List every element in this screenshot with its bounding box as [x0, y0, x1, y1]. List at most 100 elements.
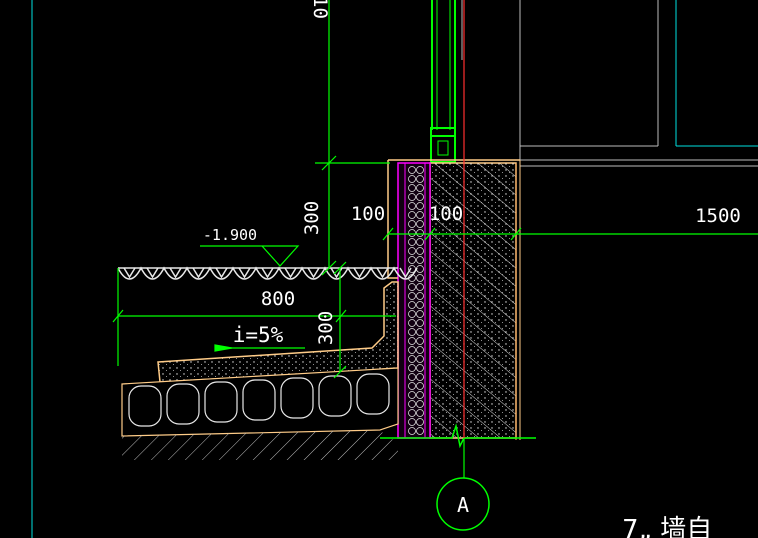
insulation-cell — [408, 256, 416, 264]
dim-300-upper-label: 300 — [301, 201, 323, 235]
insulation-cell — [416, 319, 424, 327]
insulation-cell — [416, 229, 424, 237]
ground-texture-mark — [192, 267, 205, 279]
insulation-pattern — [408, 166, 424, 435]
insulation-cell — [416, 283, 424, 291]
insulation-cell — [416, 292, 424, 300]
ground-texture-mark — [146, 267, 159, 279]
gravel-bed — [121, 367, 399, 437]
insulation-cell — [416, 220, 424, 228]
insulation-cell — [416, 400, 424, 408]
insulation-cell — [416, 202, 424, 210]
insulation-layer — [397, 162, 431, 439]
ground-texture-mark — [169, 267, 182, 279]
concrete-wall — [429, 160, 521, 440]
insulation-cell — [416, 355, 424, 363]
insulation-cell — [408, 337, 416, 345]
ground-texture-mark — [238, 267, 251, 279]
insulation-cell — [416, 418, 424, 426]
dim-1500-label: 1500 — [695, 205, 741, 227]
insulation-cell — [408, 427, 416, 435]
dimension-text: 10 300 100 100 1500 -1.900 800 i=5% 300 … — [203, 0, 741, 538]
insulation-cell — [408, 310, 416, 318]
insulation-cell — [416, 211, 424, 219]
insulation-cell — [408, 418, 416, 426]
insulation-cell — [416, 391, 424, 399]
insulation-cell — [416, 328, 424, 336]
insulation-cell — [408, 391, 416, 399]
insulation-cell — [416, 256, 424, 264]
insulation-cell — [408, 409, 416, 417]
insulation-cell — [408, 184, 416, 192]
ground-texture-mark — [353, 267, 366, 279]
note-partial-label: 7„ 墙自 — [622, 515, 712, 538]
insulation-cell — [408, 175, 416, 183]
insulation-cell — [408, 328, 416, 336]
earth-fill — [122, 430, 398, 460]
dimension-lines — [112, 0, 758, 379]
ground-texture-mark — [123, 267, 136, 279]
insulation-cell — [416, 310, 424, 318]
insulation-cell — [416, 175, 424, 183]
dim-100-right-label: 100 — [429, 203, 463, 225]
insulation-cell — [408, 283, 416, 291]
axis-line — [436, 0, 490, 531]
insulation-cell — [408, 166, 416, 174]
dim-top-label: 10 — [309, 0, 331, 19]
insulation-cell — [416, 166, 424, 174]
dim-300-lower-label: 300 — [315, 311, 337, 345]
insulation-cell — [408, 202, 416, 210]
insulation-cell — [408, 373, 416, 381]
insulation-cell — [416, 274, 424, 282]
gravel-stone — [242, 379, 276, 421]
gravel-stone — [204, 381, 238, 423]
insulation-cell — [416, 409, 424, 417]
insulation-cell — [408, 400, 416, 408]
insulation-cell — [408, 220, 416, 228]
frame-lines — [31, 0, 758, 538]
insulation-cell — [416, 427, 424, 435]
insulation-cell — [408, 211, 416, 219]
insulation-cell — [416, 193, 424, 201]
gravel-stone — [318, 375, 352, 417]
insulation-cell — [416, 346, 424, 354]
gravel-stone — [280, 377, 314, 419]
insulation-cell — [416, 301, 424, 309]
insulation-cell — [408, 382, 416, 390]
dim-100-left-label: 100 — [351, 203, 385, 225]
gravel-stone — [166, 383, 200, 425]
insulation-cell — [408, 193, 416, 201]
ground-texture-mark — [261, 267, 274, 279]
insulation-cell — [416, 184, 424, 192]
insulation-cell — [416, 364, 424, 372]
insulation-cell — [408, 229, 416, 237]
gravel-stone — [128, 385, 162, 427]
insulation-cell — [416, 373, 424, 381]
window-frame — [430, 0, 456, 163]
elevation-label: -1.900 — [203, 226, 257, 244]
ground-surface — [117, 266, 418, 280]
ground-texture-mark — [284, 267, 297, 279]
insulation-cell — [408, 319, 416, 327]
gravel-stone — [356, 373, 390, 415]
ground-texture-mark — [376, 267, 389, 279]
insulation-cell — [416, 238, 424, 246]
insulation-cell — [416, 247, 424, 255]
dim-800-label: 800 — [261, 288, 295, 310]
break-line — [380, 423, 536, 449]
axis-bubble — [436, 477, 490, 531]
insulation-cell — [408, 247, 416, 255]
ground-texture-mark — [307, 267, 320, 279]
insulation-cell — [408, 238, 416, 246]
insulation-cell — [408, 265, 416, 273]
slope-label: i=5% — [233, 323, 284, 347]
axis-tag-label: A — [457, 493, 469, 517]
insulation-cell — [416, 337, 424, 345]
insulation-cell — [408, 292, 416, 300]
insulation-cell — [408, 346, 416, 354]
insulation-cell — [408, 355, 416, 363]
insulation-cell — [408, 301, 416, 309]
wall-outer-line — [387, 159, 520, 279]
insulation-cell — [416, 382, 424, 390]
